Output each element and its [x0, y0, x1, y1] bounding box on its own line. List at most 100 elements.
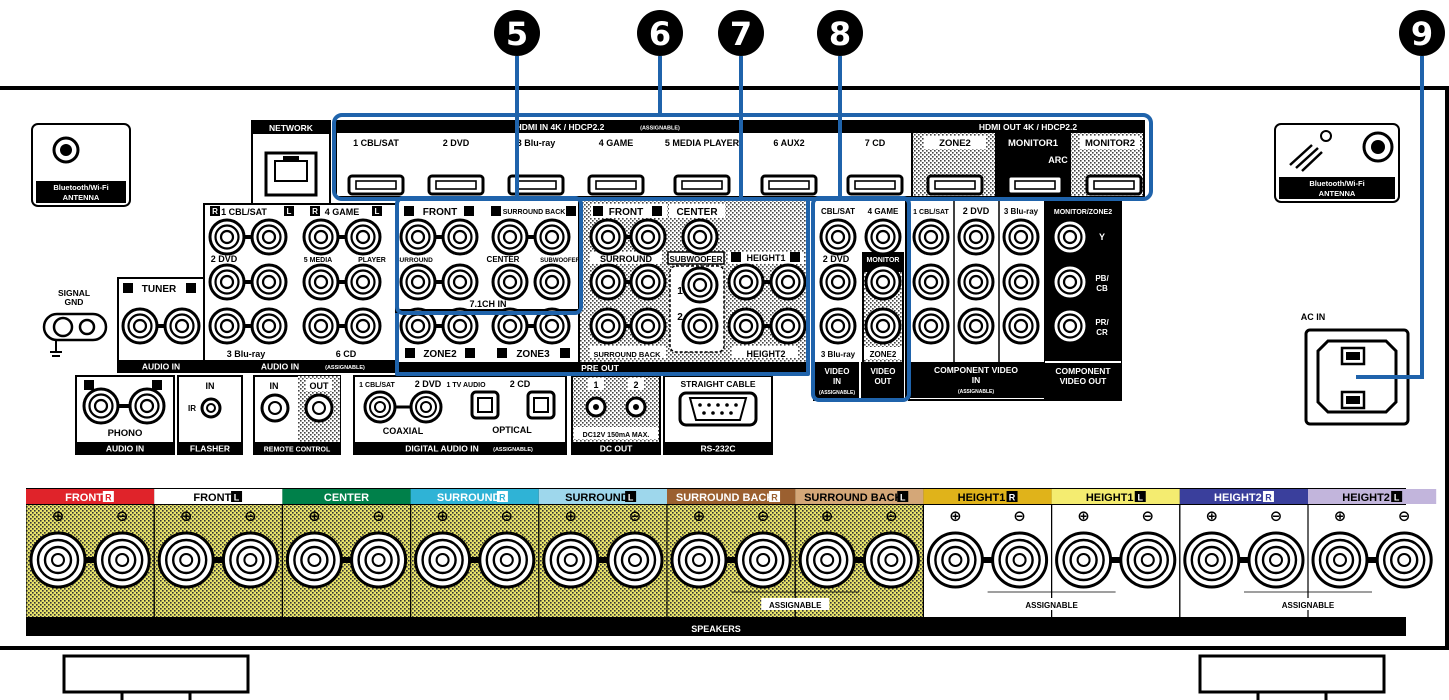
- hdmi-out-zone2-port[interactable]: [926, 174, 984, 196]
- hdmi-out-monitor2-port[interactable]: [1085, 174, 1143, 196]
- plus-icon: ⊕: [436, 508, 449, 525]
- hdmi-out-zone2-label: ZONE2: [939, 138, 971, 149]
- speaker-channel-side: R: [105, 493, 112, 503]
- hdmi-out-monitor1-label: MONITOR1: [1008, 138, 1059, 149]
- pre-out-zone3-label: ZONE3: [516, 349, 550, 360]
- svg-text:Y: Y: [1099, 232, 1105, 242]
- svg-text:STRAIGHT CABLE: STRAIGHT CABLE: [680, 379, 755, 389]
- speaker-terminal-negative[interactable]: [991, 531, 1049, 589]
- speaker-terminal-negative[interactable]: [862, 531, 920, 589]
- antenna-right-label2: ANTENNA: [1319, 189, 1356, 198]
- speaker-terminal-positive[interactable]: [670, 531, 728, 589]
- antenna-right[interactable]: Bluetooth/Wi-Fi ANTENNA: [1274, 123, 1400, 203]
- digital-audio-in: DIGITAL AUDIO IN (ASSIGNABLE) 1 CBL/SAT …: [353, 375, 567, 455]
- speaker-terminal-negative[interactable]: [93, 531, 151, 589]
- speaker-terminal-positive[interactable]: [285, 531, 343, 589]
- speaker-channel-header: [282, 489, 411, 504]
- speaker-terminal-negative[interactable]: [221, 531, 279, 589]
- speaker-terminal-positive[interactable]: [157, 531, 215, 589]
- hdmi-in-port[interactable]: [673, 174, 731, 196]
- hdmi-in-port-label: 1 CBL/SAT: [353, 138, 399, 148]
- hdmi-in-port[interactable]: [587, 174, 645, 196]
- minus-icon: ⊖: [1270, 508, 1283, 525]
- svg-text:RS-232C: RS-232C: [701, 444, 736, 454]
- speaker-terminal-negative[interactable]: [350, 531, 408, 589]
- antenna-left-label1: Bluetooth/Wi-Fi: [53, 183, 108, 192]
- component-in-label-dvd: 2 DVD: [963, 206, 990, 216]
- minus-icon: ⊖: [501, 508, 514, 525]
- audio-in-label-player: PLAYER: [358, 257, 386, 264]
- hdmi-in-title: HDMI IN 4K / HDCP2.2: [516, 122, 605, 132]
- speaker-terminal-positive[interactable]: [414, 531, 472, 589]
- svg-text:(ASSIGNABLE): (ASSIGNABLE): [819, 390, 855, 396]
- speaker-terminal-positive[interactable]: [542, 531, 600, 589]
- audio-in-label-cblsat: 1 CBL/SAT: [221, 207, 267, 217]
- component-in-label-cblsat: 1 CBL/SAT: [913, 209, 949, 216]
- hdmi-in-port[interactable]: [846, 174, 904, 196]
- ac-in[interactable]: AC IN: [1301, 312, 1410, 426]
- speaker-channel-side: L: [234, 493, 240, 503]
- speaker-terminal-negative[interactable]: [1247, 531, 1305, 589]
- hdmi-out-monitor1-port[interactable]: [1006, 174, 1064, 196]
- speaker-terminal-positive[interactable]: [1183, 531, 1241, 589]
- audio-in-assignable-label: (ASSIGNABLE): [325, 365, 365, 371]
- speaker-terminal-positive[interactable]: [1311, 531, 1369, 589]
- phono-audio-in: AUDIO IN PHONO: [75, 375, 175, 455]
- plus-icon: ⊕: [1334, 508, 1347, 525]
- minus-icon: ⊖: [372, 508, 385, 525]
- antenna-right-label1: Bluetooth/Wi-Fi: [1309, 179, 1364, 188]
- plus-icon: ⊕: [949, 508, 962, 525]
- speaker-channel-label: SURROUND: [437, 492, 501, 504]
- speaker-terminal-negative[interactable]: [1375, 531, 1433, 589]
- callout-7-marker: [718, 10, 764, 56]
- plus-icon: ⊕: [1206, 508, 1219, 525]
- speaker-terminal-positive[interactable]: [29, 531, 87, 589]
- signal-gnd[interactable]: SIGNAL GND: [42, 288, 108, 357]
- svg-text:1: 1: [593, 380, 598, 390]
- pre-out-center-label: CENTER: [676, 207, 718, 218]
- svg-text:IN: IN: [833, 377, 841, 386]
- callouts: 5 6 7 8 9: [332, 10, 1445, 402]
- ac-in-label: AC IN: [1301, 312, 1326, 322]
- speaker-channel-header: [154, 489, 283, 504]
- speaker-terminal-negative[interactable]: [606, 531, 664, 589]
- hdmi-out-monitor2-label: MONITOR2: [1085, 138, 1135, 149]
- network-port[interactable]: NETWORK: [251, 120, 331, 205]
- pre-out-height1-label: HEIGHT1: [746, 253, 785, 263]
- speaker-terminal-negative[interactable]: [1119, 531, 1177, 589]
- network-label: NETWORK: [269, 123, 314, 133]
- callout-9-marker: [1399, 10, 1445, 56]
- seven-ch-center-label: CENTER: [487, 255, 520, 264]
- tuner-label: TUNER: [142, 284, 177, 295]
- antenna-left[interactable]: Bluetooth/Wi-Fi ANTENNA: [31, 123, 131, 207]
- speaker-terminal-positive[interactable]: [798, 531, 856, 589]
- audio-in-label-game: 4 GAME: [325, 207, 360, 217]
- speaker-terminal-positive[interactable]: [1055, 531, 1113, 589]
- speaker-terminal-negative[interactable]: [478, 531, 536, 589]
- seven-ch-surround-back-label: SURROUND BACK: [503, 209, 566, 216]
- speaker-terminal-positive[interactable]: [926, 531, 984, 589]
- speaker-channel-side: R: [1265, 493, 1272, 503]
- plus-icon: ⊕: [308, 508, 321, 525]
- rs232c-port[interactable]: RS-232C STRAIGHT CABLE: [663, 375, 773, 455]
- callout-9-number: 9: [1411, 15, 1433, 53]
- minus-icon: ⊖: [116, 508, 129, 525]
- speaker-channel-label: HEIGHT1: [958, 492, 1006, 504]
- pre-out-zone2-label: ZONE2: [423, 349, 457, 360]
- hdmi-in-port[interactable]: [760, 174, 818, 196]
- speaker-channel-label: SURROUND: [565, 492, 629, 504]
- hdmi-in-port[interactable]: [347, 174, 405, 196]
- svg-text:L: L: [287, 207, 292, 216]
- dc-out: DC OUT 1 2 DC12V 150mA MAX.: [571, 375, 661, 455]
- audio-in-label-dvd: 2 DVD: [211, 254, 238, 264]
- video-out-zone2-label: ZONE2: [870, 350, 897, 359]
- speaker-terminal-negative[interactable]: [734, 531, 792, 589]
- speaker-channel-side: L: [1394, 493, 1400, 503]
- hdmi-in-port[interactable]: [427, 174, 485, 196]
- svg-text:FLASHER: FLASHER: [190, 444, 230, 454]
- phono-label: PHONO: [108, 428, 143, 439]
- speaker-channel-label: CENTER: [324, 492, 369, 504]
- plus-icon: ⊕: [821, 508, 834, 525]
